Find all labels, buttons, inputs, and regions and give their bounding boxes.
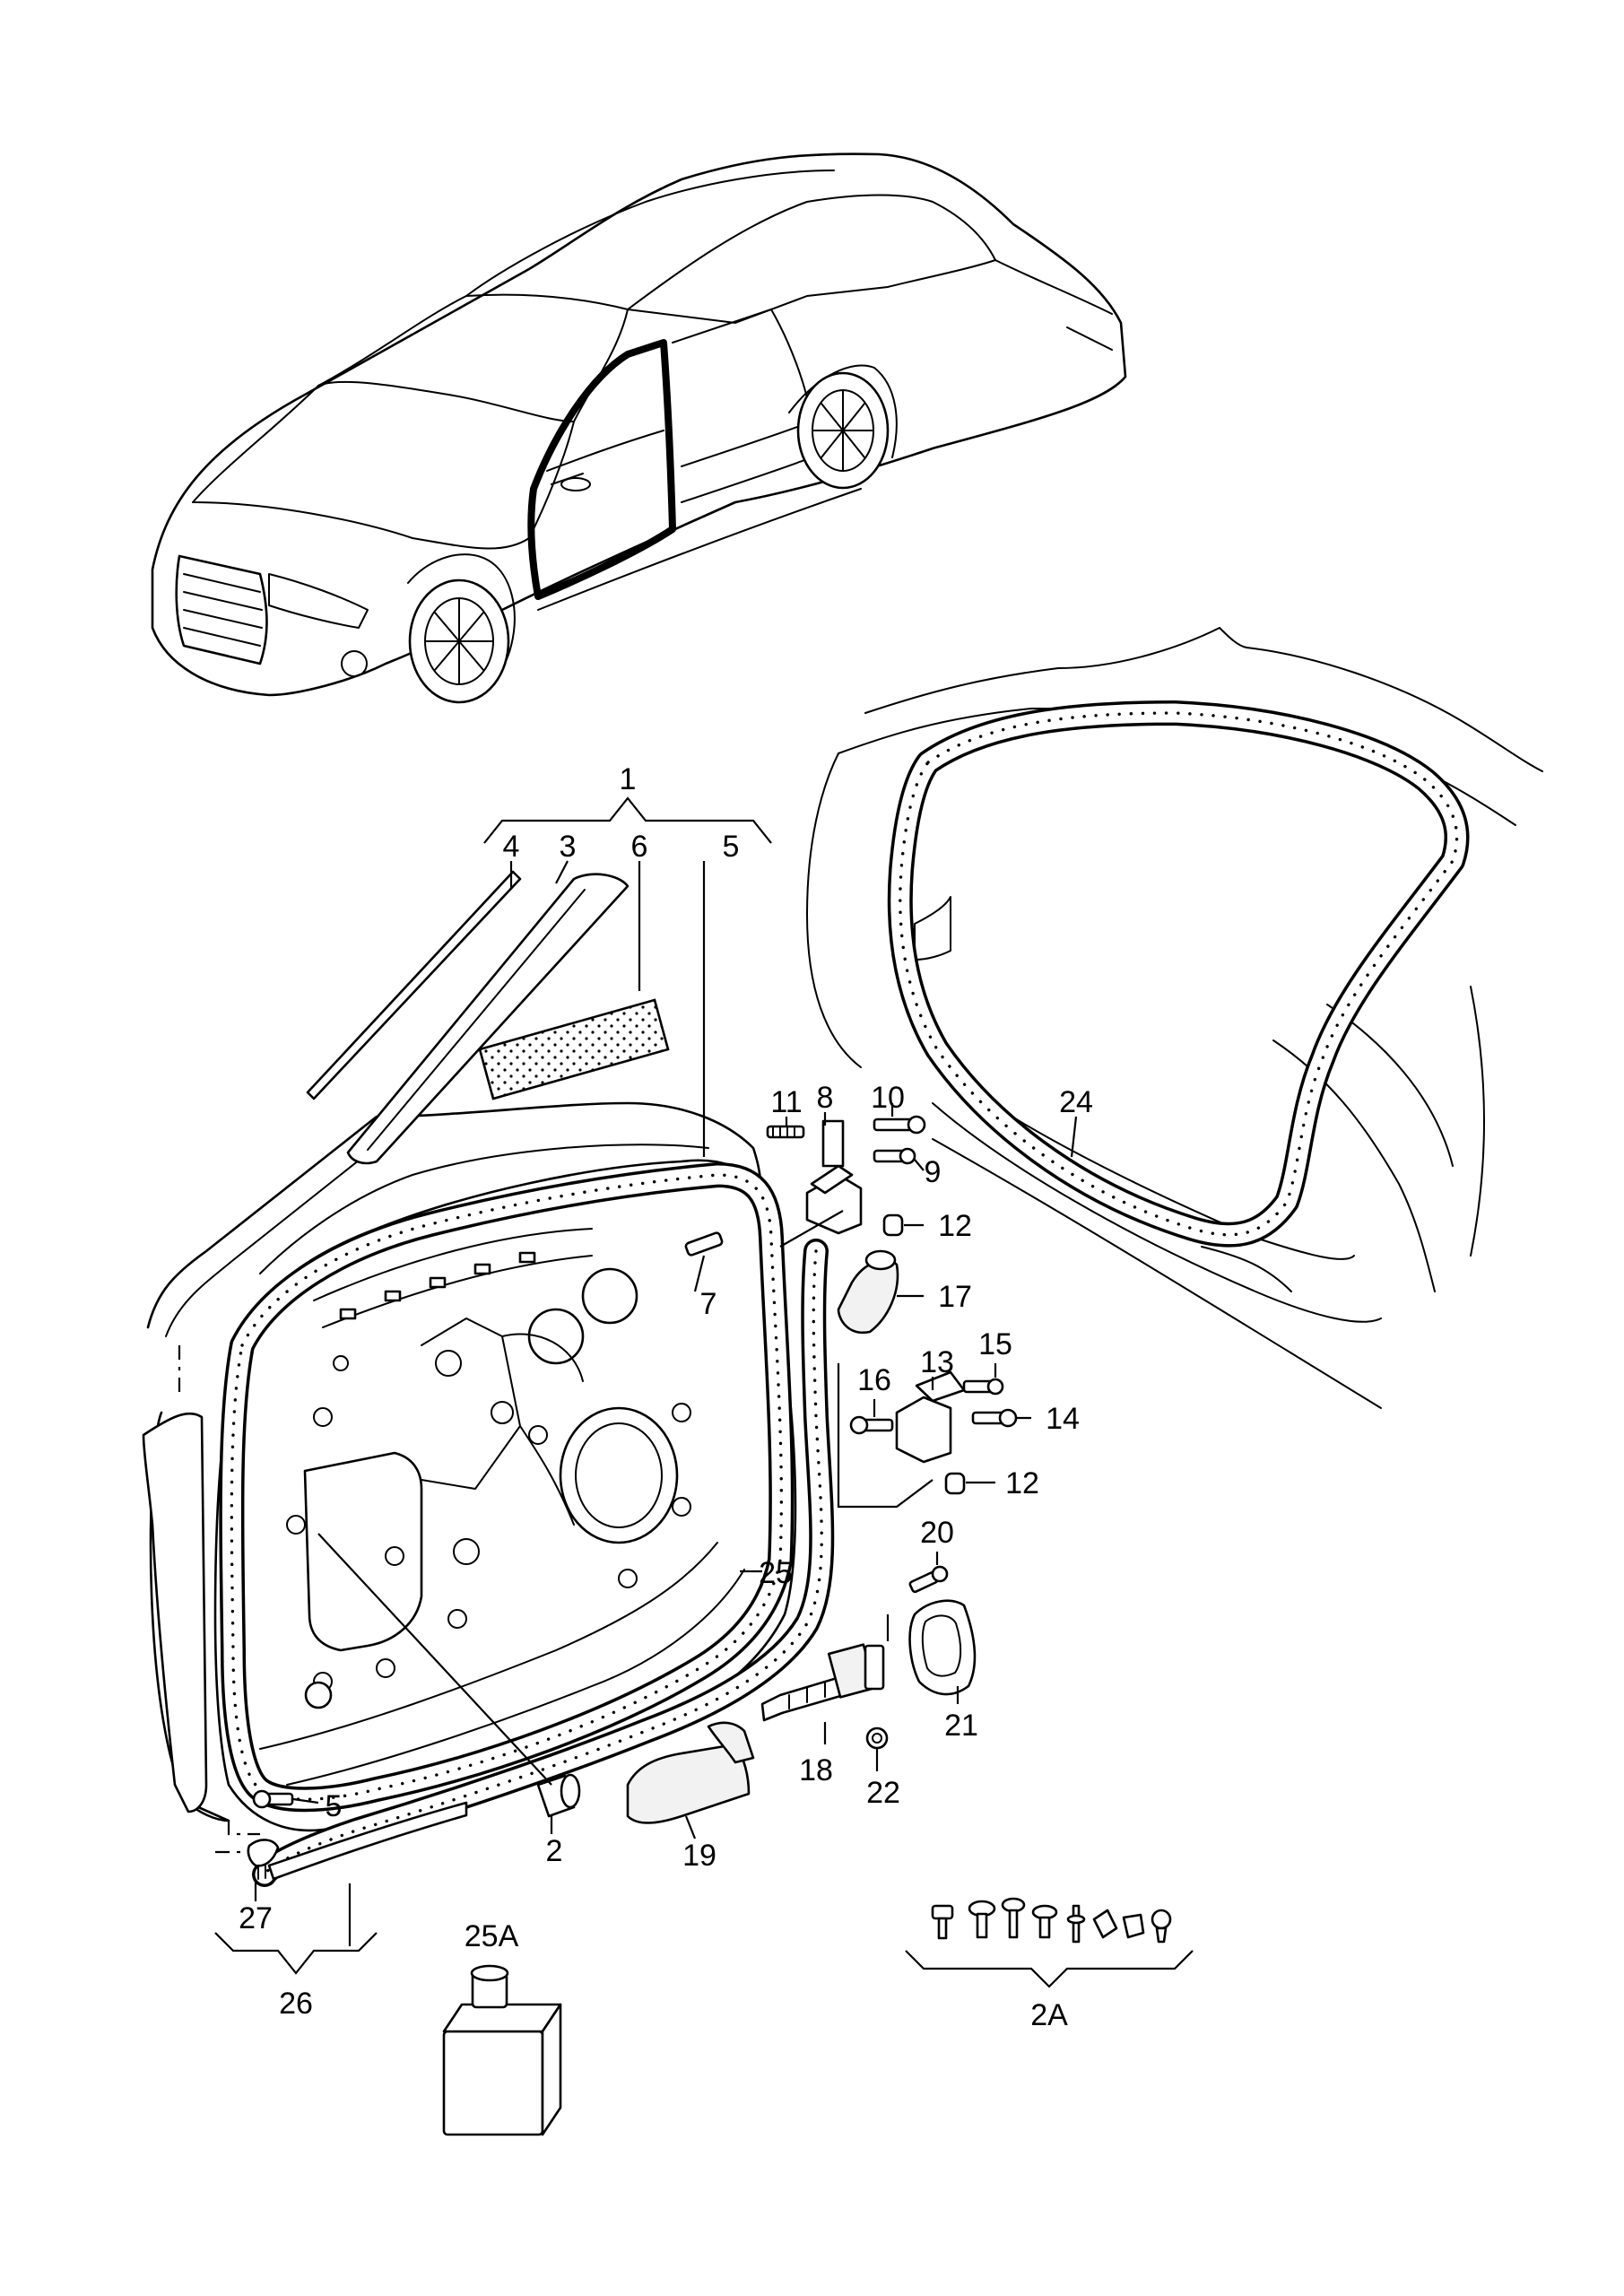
bolt-9 — [873, 1147, 916, 1165]
cover-19 — [626, 1721, 755, 1824]
callout-12-upper: 12 — [938, 1209, 972, 1243]
callout-27: 27 — [239, 1901, 273, 1935]
callout-labels: 1 4 3 6 5 11 8 10 9 12 7 17 15 16 13 14 … — [239, 762, 1093, 2032]
callout-15: 15 — [978, 1327, 1012, 1361]
callout-13: 13 — [920, 1345, 954, 1379]
seal-24 — [887, 700, 1470, 1248]
upper-hinge-8 — [805, 1119, 863, 1235]
callout-26: 26 — [279, 1987, 313, 2021]
callout-21: 21 — [944, 1709, 978, 1743]
callout-7: 7 — [700, 1287, 717, 1321]
bolt-14 — [971, 1408, 1018, 1428]
callout-20: 20 — [920, 1516, 954, 1550]
callout-18: 18 — [799, 1753, 833, 1787]
callout-2A: 2A — [1030, 1998, 1068, 2032]
callout-6: 6 — [631, 830, 648, 864]
callout-4: 4 — [503, 830, 520, 864]
rubber-seal-21 — [908, 1599, 977, 1696]
bolt-10 — [873, 1115, 926, 1135]
door-check-18 — [760, 1643, 885, 1722]
callout-1: 1 — [620, 762, 637, 796]
callout-17: 17 — [938, 1280, 972, 1314]
seal-strip-pillar — [252, 1239, 835, 1887]
callout-22: 22 — [866, 1776, 900, 1810]
bolt-5-lower — [252, 1789, 294, 1809]
callout-19: 19 — [682, 1839, 716, 1873]
callout-5-lower: 5 — [326, 1789, 343, 1823]
fastener-set-2A — [931, 1897, 1172, 1944]
leader-lines — [178, 796, 1194, 1988]
callout-11: 11 — [770, 1085, 802, 1119]
callout-8: 8 — [817, 1081, 834, 1115]
car-overview-illustration — [151, 152, 1127, 704]
callout-24: 24 — [1059, 1085, 1093, 1119]
callout-3: 3 — [560, 830, 577, 864]
callout-2: 2 — [546, 1834, 563, 1868]
callout-14: 14 — [1046, 1402, 1080, 1436]
bolt-22 — [865, 1726, 889, 1750]
callout-9: 9 — [925, 1155, 942, 1189]
callout-12-lower: 12 — [1005, 1466, 1039, 1500]
grommet-2 — [536, 1773, 581, 1818]
callout-5-top: 5 — [723, 830, 740, 864]
clip-27 — [247, 1839, 280, 1880]
adhesive-bottle-25A — [442, 1964, 562, 2136]
callout-25: 25 — [759, 1556, 793, 1590]
cap-12-lower — [944, 1472, 966, 1495]
lower-hinge-13 — [895, 1370, 966, 1464]
bolt-15 — [962, 1378, 1004, 1396]
cap-12-upper — [882, 1213, 904, 1237]
seal-25 — [219, 1162, 795, 1813]
bolt-16 — [849, 1415, 894, 1435]
pin-7 — [684, 1231, 724, 1257]
callout-16: 16 — [857, 1363, 891, 1397]
callout-25A: 25A — [465, 1919, 519, 1953]
callout-10: 10 — [871, 1081, 905, 1115]
sill-strip — [267, 1801, 468, 1881]
bolt-20 — [908, 1565, 949, 1594]
trim-strip-4 — [306, 870, 522, 1100]
trim-strip-3 — [346, 873, 630, 1165]
bolt-11 — [766, 1125, 805, 1139]
cover-cap-17 — [837, 1249, 899, 1335]
adhesive-pad-6 — [478, 998, 670, 1100]
